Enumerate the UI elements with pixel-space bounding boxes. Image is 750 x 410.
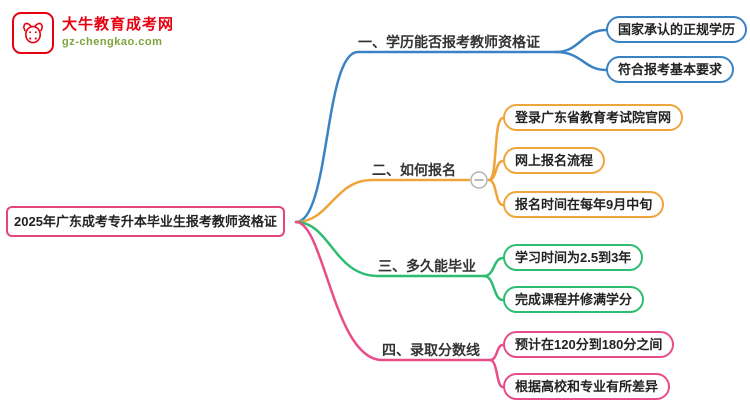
logo-title: 大牛教育成考网 [62, 16, 175, 33]
branch4-label: 四、录取分数线 [382, 342, 480, 358]
leaf-node: 根据高校和专业有所差异 [503, 373, 671, 400]
branch4-line [294, 220, 492, 362]
branch1-label: 一、学历能否报考教师资格证 [358, 34, 540, 50]
bull-logo-icon [12, 12, 54, 54]
branch2-line [294, 178, 471, 224]
leaf-node: 报名时间在每年9月中旬 [503, 191, 665, 218]
leaf-node: 国家承认的正规学历 [606, 16, 748, 43]
collapse-toggle-icon[interactable] [470, 171, 488, 189]
central-topic-node: 2025年广东成考专升本毕业生报考教师资格证 [6, 206, 285, 237]
branch3-leaf1-line [482, 256, 505, 278]
branch4-leaf1-line [488, 343, 505, 362]
branch1-line [294, 50, 558, 224]
leaf-node: 登录广东省教育考试院官网 [503, 104, 684, 131]
leaf-node: 符合报考基本要求 [606, 56, 735, 83]
logo-subtitle: gz-chengkao.com [62, 36, 163, 48]
leaf-node: 完成课程并修满学分 [503, 286, 645, 313]
branch3-leaf2-line [482, 274, 505, 302]
branch3-label: 三、多久能毕业 [378, 258, 476, 274]
branch1-leaf2-line [554, 50, 608, 72]
branch4-leaf2-line [488, 358, 505, 389]
branch2-label: 二、如何报名 [372, 162, 456, 178]
leaf-node: 网上报名流程 [503, 147, 606, 174]
branch2-leaf3-line [487, 178, 505, 207]
branch3-line [294, 220, 486, 278]
site-logo: 大牛教育成考网 gz-chengkao.com [12, 12, 174, 54]
logo-text: 大牛教育成考网 gz-chengkao.com [62, 12, 174, 50]
leaf-node: 学习时间为2.5到3年 [503, 244, 644, 271]
branch1-leaf1-line [554, 28, 608, 54]
leaf-node: 预计在120分到180分之间 [503, 331, 675, 358]
